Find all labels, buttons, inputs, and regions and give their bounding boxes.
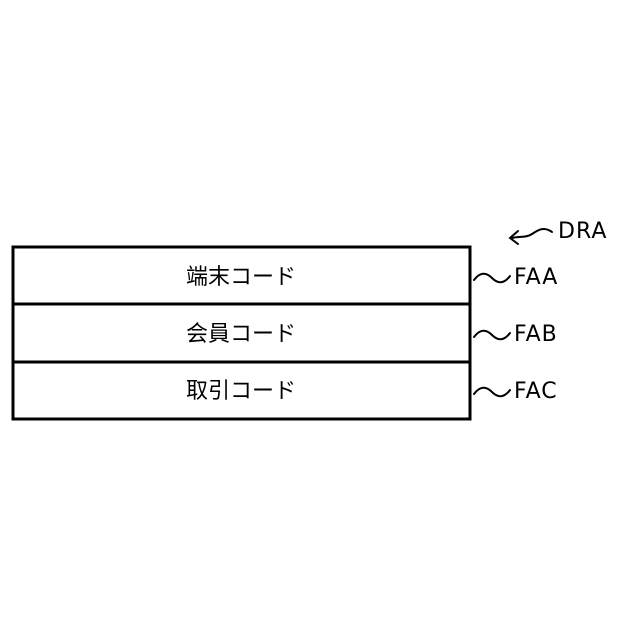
record-reference-label: DRA xyxy=(558,219,607,244)
field-label-transaction-code: 取引コード xyxy=(186,379,296,404)
field-ref-squiggle xyxy=(474,274,510,283)
field-label-terminal-code: 端末コード xyxy=(186,265,296,290)
record-table: 端末コード FAA 会員コード FAB 取引コード FAC xyxy=(13,247,558,419)
field-ref-label-faa: FAA xyxy=(514,265,558,290)
record-label-group: DRA xyxy=(510,219,607,244)
field-ref-squiggle xyxy=(474,331,510,340)
field-ref-squiggle xyxy=(474,388,510,397)
field-ref-label-fab: FAB xyxy=(514,322,558,347)
field-label-member-code: 会員コード xyxy=(186,322,296,347)
field-ref-label-fac: FAC xyxy=(514,379,558,404)
